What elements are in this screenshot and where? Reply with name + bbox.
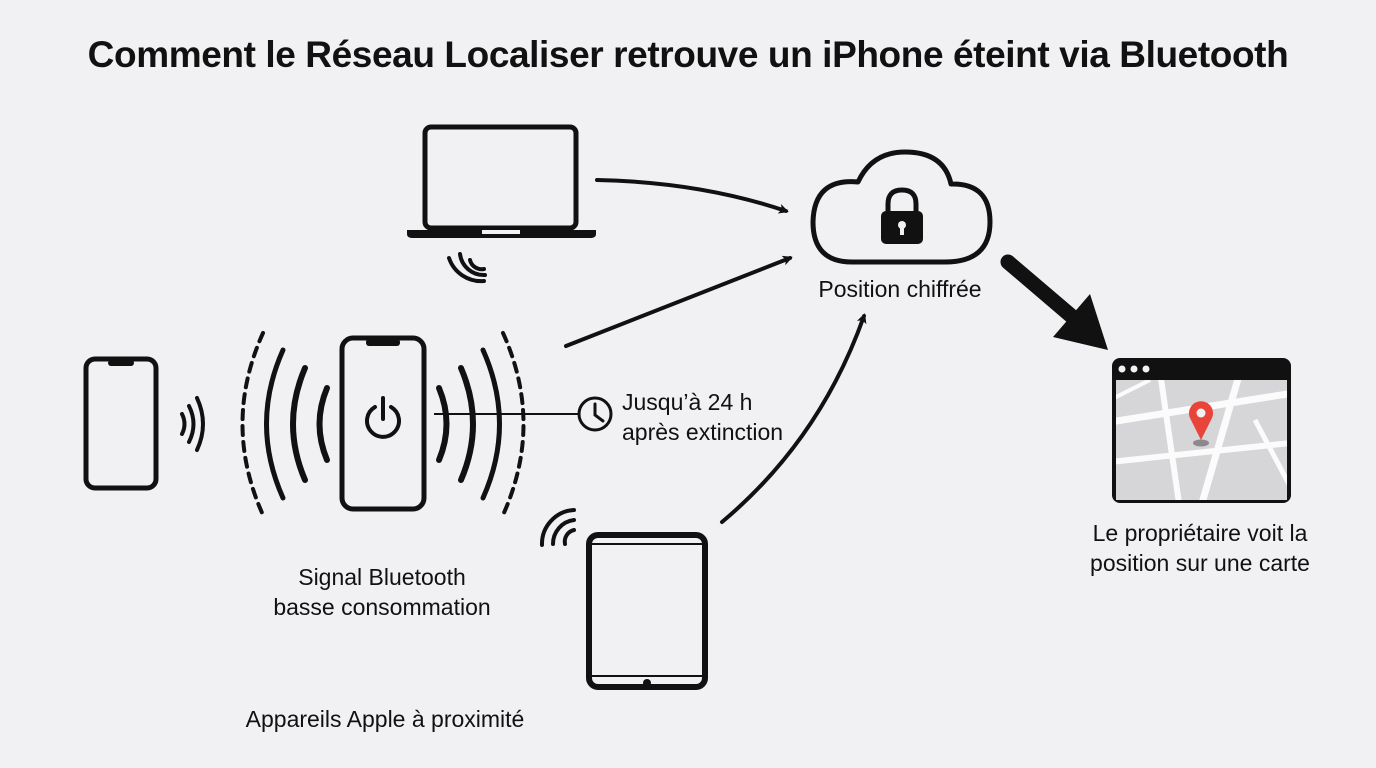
phone-to-cloud-arrow xyxy=(564,255,793,348)
owner-map-label: Le propriétaire voit la position sur une… xyxy=(1060,518,1340,578)
owner-label-line1: Le propriétaire voit la xyxy=(1092,520,1308,546)
bluetooth-signal-label: Signal Bluetooth basse consommation xyxy=(232,562,532,622)
tablet-wireless-icon xyxy=(539,508,576,547)
signal-label-line1: Signal Bluetooth xyxy=(298,564,466,590)
duration-label: Jusqu’à 24 h après extinction xyxy=(622,387,822,447)
encrypted-location-label: Position chiffrée xyxy=(818,276,982,302)
laptop-wireless-icon xyxy=(447,252,487,284)
nearby-devices-label: Appareils Apple à proximité xyxy=(245,706,525,732)
ipad-icon xyxy=(586,532,708,690)
bluetooth-waves-left xyxy=(240,331,330,517)
owner-label-line2: position sur une carte xyxy=(1090,550,1310,576)
diagram-title: Comment le Réseau Localiser retrouve un … xyxy=(87,34,1289,75)
cloud-to-map-arrow xyxy=(1000,254,1108,350)
cloud-lock-icon xyxy=(810,149,993,265)
bluetooth-waves-right xyxy=(436,331,526,517)
iphone-icon xyxy=(83,356,159,491)
clock-icon xyxy=(577,396,613,432)
laptop-to-cloud-arrow xyxy=(595,178,789,214)
duration-label-line2: après extinction xyxy=(622,419,784,445)
tablet-to-cloud-arrow xyxy=(720,313,867,524)
duration-label-line1: Jusqu’à 24 h xyxy=(622,389,753,415)
phone-signal-icon xyxy=(180,396,205,452)
laptop-icon xyxy=(407,124,596,238)
location-pin-icon xyxy=(1188,401,1213,447)
arrows-to-cloud xyxy=(564,178,867,524)
map-window-icon xyxy=(1112,358,1291,503)
signal-label-line2: basse consommation xyxy=(273,594,491,620)
iphone-power-off-icon xyxy=(339,335,427,512)
